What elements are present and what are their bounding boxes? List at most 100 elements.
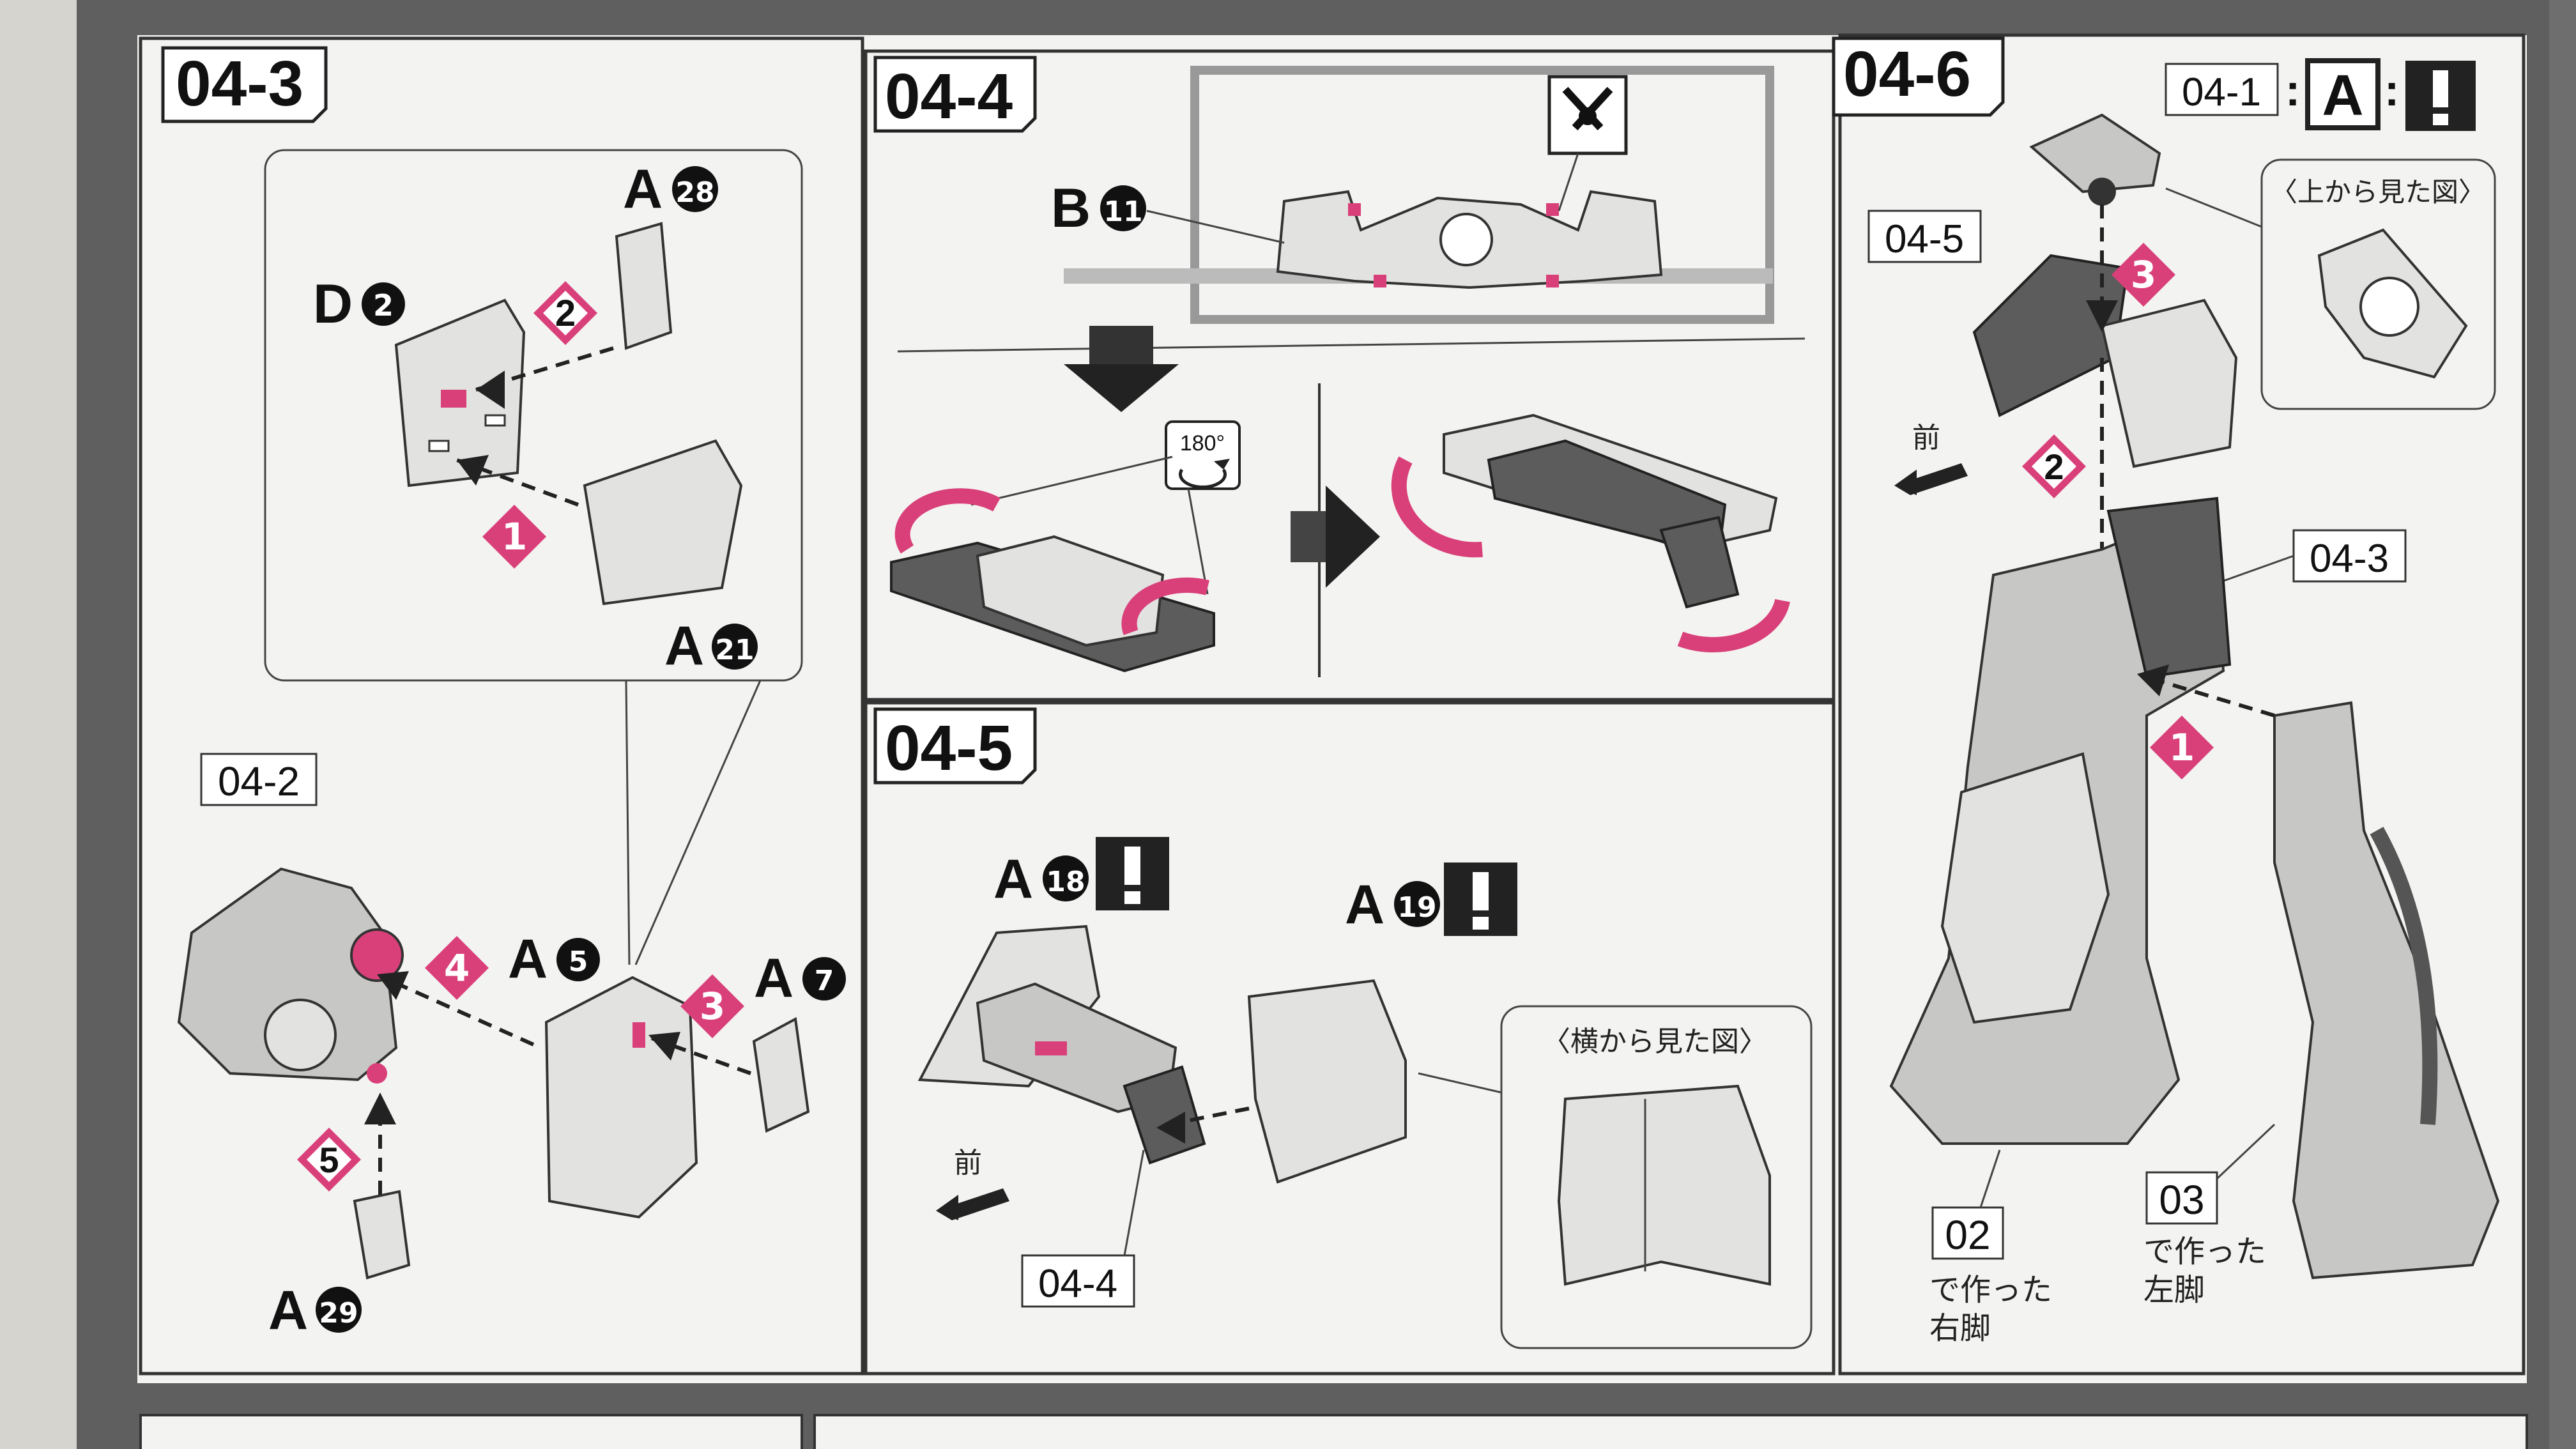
svg-text:A: A xyxy=(664,615,704,677)
svg-text:2: 2 xyxy=(2044,447,2064,487)
section-label-04-4: 04-4 xyxy=(873,56,1037,133)
section-label-04-3: 04-3 xyxy=(161,46,328,123)
step-marker-1: 1 xyxy=(2150,716,2214,779)
svg-text:前: 前 xyxy=(1912,422,1940,454)
svg-text:右脚: 右脚 xyxy=(1929,1310,1991,1346)
svg-text:04-2: 04-2 xyxy=(218,758,300,804)
panel-04-5: 04-5 A 18 A 19 xyxy=(864,701,1836,1376)
step-marker-5: 5 xyxy=(297,1128,361,1192)
ref-tag-04-2: 04-2 xyxy=(200,753,318,806)
part-label-a19: A 19 xyxy=(1345,874,1440,935)
svg-text:で作った: で作った xyxy=(1929,1272,2052,1308)
svg-text:180°: 180° xyxy=(1180,431,1225,456)
svg-text:04-5: 04-5 xyxy=(1885,217,1964,261)
separator-colon: : xyxy=(2384,65,2399,115)
section-number: 04-6 xyxy=(1843,38,1971,110)
side-view-inset: 〈横から見た図〉 xyxy=(1418,1005,1813,1349)
svg-text:3: 3 xyxy=(2131,253,2156,296)
svg-text:28: 28 xyxy=(675,176,714,209)
separator-colon: : xyxy=(2285,65,2300,115)
front-direction-indicator: 前 xyxy=(936,1147,1009,1220)
ref-tag-04-3: 04-3 xyxy=(2204,529,2407,589)
panel-04-3: 04-3 2 1 A xyxy=(139,36,864,1376)
caution-icon xyxy=(1444,862,1517,936)
section-number: 04-4 xyxy=(885,61,1013,132)
part-a29-illustration xyxy=(353,1190,411,1280)
part-label-a5: A 5 xyxy=(508,928,600,990)
ref-tag-04-5: 04-5 xyxy=(1867,210,1982,263)
section-label-04-6: 04-6 xyxy=(1832,36,2005,117)
svg-text:2: 2 xyxy=(373,288,394,323)
svg-text:03: 03 xyxy=(2159,1177,2204,1223)
svg-text:〈上から見た図〉: 〈上から見た図〉 xyxy=(2271,176,2485,208)
caution-icon xyxy=(1096,837,1169,910)
svg-text:A: A xyxy=(754,947,793,1009)
svg-text:A: A xyxy=(993,848,1033,910)
top-view-inset: 〈上から見た図〉 xyxy=(2165,158,2496,410)
foot-cover-illustration xyxy=(2100,298,2238,468)
runner-b-illustration xyxy=(1064,66,1774,324)
nipper-icon xyxy=(1547,75,1628,211)
inset-box xyxy=(264,149,803,682)
part-d2-illustration xyxy=(394,298,526,487)
left-leg-illustration xyxy=(2273,701,2500,1280)
svg-text:1: 1 xyxy=(502,515,527,558)
panel-04-4: 04-4 B 11 xyxy=(864,49,1836,702)
right-arrow-icon xyxy=(1291,486,1380,588)
step-marker-3: 3 xyxy=(680,974,744,1038)
section-label-04-5: 04-5 xyxy=(873,707,1037,785)
part-label-d2: D 2 xyxy=(313,273,405,335)
foot-armor-illustration xyxy=(1972,254,2129,417)
part-label-a28: A 28 xyxy=(623,158,718,220)
svg-text:02: 02 xyxy=(1945,1212,1990,1258)
part-label-a21: A 21 xyxy=(664,615,758,677)
svg-text:4: 4 xyxy=(444,946,470,990)
down-arrow-icon xyxy=(1064,326,1179,412)
svg-text:5: 5 xyxy=(319,1140,339,1180)
part-a5-illustration xyxy=(544,976,698,1219)
svg-text:D: D xyxy=(313,273,353,335)
svg-text:A: A xyxy=(1345,874,1384,935)
svg-text:04-4: 04-4 xyxy=(1038,1262,1117,1306)
part-label-a29: A 29 xyxy=(268,1280,362,1341)
section-number: 04-5 xyxy=(885,712,1013,784)
svg-text:7: 7 xyxy=(815,965,834,997)
svg-text:〈横から見た図〉: 〈横から見た図〉 xyxy=(1542,1025,1767,1058)
part-04-1-illustration xyxy=(2029,113,2161,194)
svg-text:3: 3 xyxy=(700,985,725,1028)
svg-text:29: 29 xyxy=(319,1297,358,1330)
svg-text:1: 1 xyxy=(2169,726,2195,769)
svg-text:A: A xyxy=(2322,64,2364,128)
svg-text:11: 11 xyxy=(1103,195,1142,228)
svg-text:A: A xyxy=(268,1280,308,1341)
svg-text:04-1: 04-1 xyxy=(2182,70,2261,114)
ref-tag-02: 02 で作った 右脚 xyxy=(1929,1149,2052,1346)
step-marker-2: 2 xyxy=(2022,434,2086,498)
part-label-a7: A 7 xyxy=(754,947,846,1009)
svg-text:A: A xyxy=(508,928,548,990)
step-marker-1: 1 xyxy=(482,505,546,569)
svg-text:21: 21 xyxy=(715,634,754,666)
svg-text:で作った: で作った xyxy=(2143,1234,2266,1269)
runner-a-badge: A xyxy=(2305,58,2380,130)
step-marker-2: 2 xyxy=(533,281,597,345)
part-after-rotation xyxy=(1391,413,1790,653)
part-a21-illustration xyxy=(583,439,743,606)
next-section-panel-left xyxy=(139,1414,803,1449)
svg-text:18: 18 xyxy=(1046,866,1085,898)
part-a28-illustration xyxy=(615,222,673,350)
svg-text:04-3: 04-3 xyxy=(2310,537,2389,581)
part-a7-illustration xyxy=(752,1016,810,1133)
part-label-a18: A 18 xyxy=(993,848,1089,910)
front-direction-indicator: 前 xyxy=(1894,422,1968,495)
rotate-180-icon: 180° xyxy=(970,420,1241,595)
panel-04-6: 04-6 04-1 : A : 〈上から見た図〉 xyxy=(1832,33,2526,1376)
step-marker-3: 3 xyxy=(2112,243,2175,307)
next-section-panel-right xyxy=(813,1414,2528,1449)
svg-text:19: 19 xyxy=(1397,891,1436,924)
ref-tag-03: 03 で作った 左脚 xyxy=(2143,1123,2276,1308)
svg-text:左脚: 左脚 xyxy=(2143,1272,2205,1308)
part-before-rotation xyxy=(890,488,1215,673)
section-number: 04-3 xyxy=(176,48,303,119)
